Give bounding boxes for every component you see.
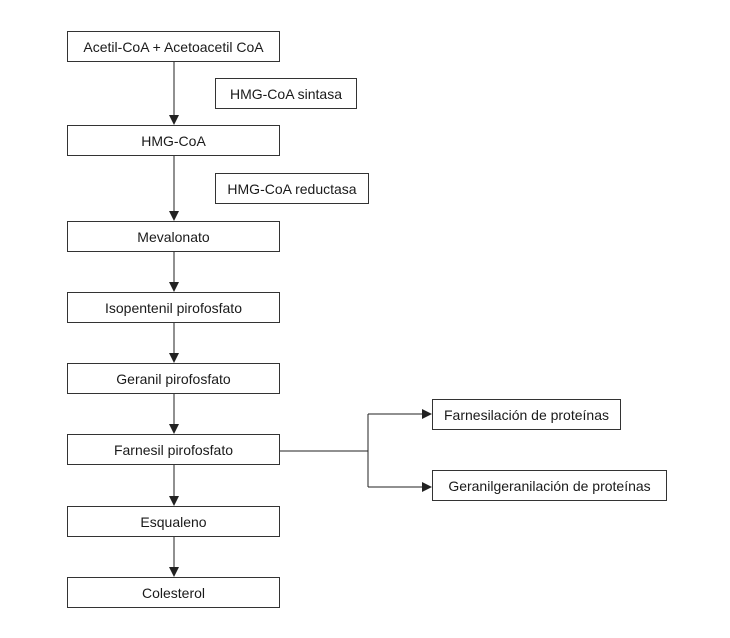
node-hmg-coa: HMG-CoA: [67, 125, 280, 156]
node-label: HMG-CoA: [141, 132, 206, 149]
node-label: Farnesil pirofosfato: [113, 441, 234, 458]
node-label: Colesterol: [141, 584, 206, 601]
node-label: Geranil pirofosfato: [116, 370, 231, 387]
node-label: Mevalonato: [137, 228, 210, 245]
branch-geranilgeranilacion-proteinas: Geranilgeranilación de proteínas: [432, 470, 667, 501]
branch-label: Geranilgeranilación de proteínas: [448, 477, 651, 494]
node-label: Isopentenil pirofosfato: [105, 299, 242, 316]
node-farnesil-pirofosfato: Farnesil pirofosfato: [67, 434, 280, 465]
node-colesterol: Colesterol: [67, 577, 280, 608]
branch-label: Farnesilación de proteínas: [444, 406, 609, 423]
node-label: Acetil-CoA + Acetoacetil CoA: [83, 38, 264, 55]
node-mevalonato: Mevalonato: [67, 221, 280, 252]
node-isopentenil-pirofosfato: Isopentenil pirofosfato: [67, 292, 280, 323]
node-acetil-coa: Acetil-CoA + Acetoacetil CoA: [67, 31, 280, 62]
enzyme-label: HMG-CoA sintasa: [229, 85, 343, 102]
branch-farnesilacion-proteinas: Farnesilación de proteínas: [432, 399, 621, 430]
enzyme-hmg-coa-reductasa: HMG-CoA reductasa: [215, 173, 369, 204]
enzyme-hmg-coa-sintasa: HMG-CoA sintasa: [215, 78, 357, 109]
node-label: Esqualeno: [140, 513, 207, 530]
enzyme-label: HMG-CoA reductasa: [227, 180, 357, 197]
node-esqualeno: Esqualeno: [67, 506, 280, 537]
node-geranil-pirofosfato: Geranil pirofosfato: [67, 363, 280, 394]
